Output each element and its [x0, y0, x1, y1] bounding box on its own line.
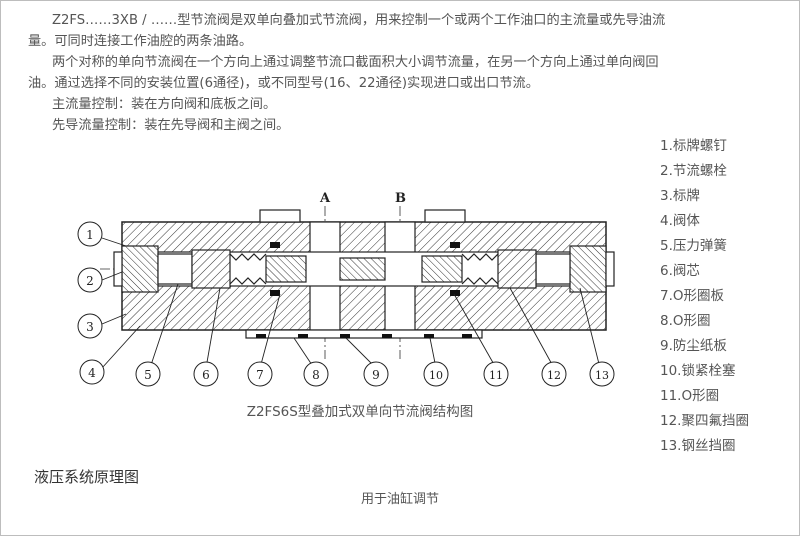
svg-text:3: 3: [86, 320, 94, 334]
parts-legend: 1.标牌螺钉 2.节流螺栓 3.标牌 4.阀体 5.压力弹簧 6.阀芯 7.O形…: [660, 134, 790, 459]
legend-item: 4.阀体: [660, 213, 700, 229]
callout-9: 9: [363, 361, 389, 387]
left-throttle-cartridge: [113, 245, 307, 293]
svg-text:1: 1: [86, 228, 94, 242]
callout-5: 5: [135, 361, 161, 387]
svg-text:10: 10: [429, 369, 443, 382]
svg-text:5: 5: [144, 368, 152, 382]
diagram-caption: Z2FS6S型叠加式双单向节流阀结构图: [246, 404, 474, 420]
intro-text: Z2FS……3XB / ……型节流阀是双单向叠加式节流阀，用来控制一个或两个工作…: [28, 10, 780, 136]
legend-item: 1.标牌螺钉: [660, 138, 727, 154]
callout-10: 10: [423, 361, 449, 387]
legend-item: 2.节流螺栓: [660, 163, 727, 179]
intro-line-6: 先导流量控制：装在先导阀和主阀之间。: [52, 118, 290, 133]
svg-text:2: 2: [86, 274, 94, 288]
svg-text:4: 4: [88, 366, 96, 380]
o-ring-seals: [270, 242, 460, 296]
callout-circles: 1 2 3 4 5 6 7 8: [77, 221, 615, 387]
intro-line-2: 量。可同时连接工作油腔的两条油路。: [28, 34, 253, 49]
svg-text:7: 7: [256, 368, 264, 382]
callout-1: 1: [77, 221, 103, 247]
port-b-label: B: [395, 191, 406, 206]
legend-item: 9.防尘纸板: [660, 338, 727, 354]
callout-13: 13: [589, 361, 615, 387]
valve-cross-section-diagram: A B: [77, 191, 615, 387]
svg-text:9: 9: [372, 368, 380, 382]
callout-12: 12: [541, 361, 567, 387]
intro-line-4: 油。通过选择不同的安装位置(6通径)，或不同型号(16、22通径)实现进口或出口…: [28, 76, 539, 91]
right-throttle-cartridge: [421, 245, 615, 293]
bottom-seal-plate: [245, 329, 483, 339]
callout-8: 8: [303, 361, 329, 387]
legend-item: 5.压力弹簧: [660, 238, 727, 254]
intro-line-5: 主流量控制：装在方向阀和底板之间。: [52, 97, 277, 112]
section-title: 液压系统原理图: [34, 468, 140, 486]
legend-item: 10.锁紧栓塞: [660, 363, 736, 379]
svg-text:8: 8: [312, 368, 320, 382]
callout-4: 4: [79, 359, 105, 385]
port-a-label: A: [319, 191, 331, 206]
callout-2: 2: [77, 267, 103, 293]
legend-item: 11.O形圈: [660, 388, 720, 404]
callout-3: 3: [77, 313, 103, 339]
legend-item: 13.钢丝挡圈: [660, 438, 736, 454]
legend-item: 3.标牌: [660, 188, 700, 204]
legend-item: 12.聚四氟挡圈: [660, 413, 749, 429]
svg-text:11: 11: [489, 369, 503, 382]
center-plug: [339, 257, 386, 281]
leader-lines: [101, 237, 601, 369]
bottom-note: 用于油缸调节: [360, 492, 439, 507]
legend-item: 7.O形圈板: [660, 288, 725, 304]
svg-text:13: 13: [595, 369, 609, 382]
svg-text:12: 12: [547, 369, 561, 382]
svg-text:6: 6: [202, 368, 210, 382]
legend-item: 6.阀芯: [660, 263, 700, 279]
intro-line-1: Z2FS……3XB / ……型节流阀是双单向叠加式节流阀，用来控制一个或两个工作…: [52, 13, 666, 28]
intro-line-3: 两个对称的单向节流阀在一个方向上通过调整节流口截面积大小调节流量，在另一个方向上…: [52, 55, 659, 70]
callout-6: 6: [193, 361, 219, 387]
callout-11: 11: [483, 361, 509, 387]
callout-7: 7: [247, 361, 273, 387]
legend-item: 8.O形圈: [660, 313, 711, 329]
